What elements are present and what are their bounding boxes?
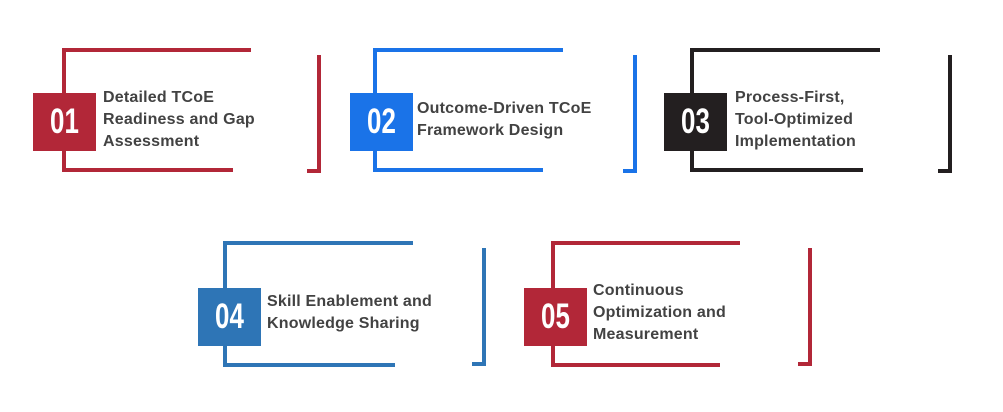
bracket-bottom-line xyxy=(62,168,233,172)
step-title-line: Continuous xyxy=(593,282,684,299)
bracket-top-line xyxy=(551,241,740,245)
right-bracket-foot xyxy=(623,169,637,173)
right-bracket-line xyxy=(482,248,486,366)
bracket-bottom-line xyxy=(223,363,395,367)
right-bracket-foot xyxy=(938,169,952,173)
step-title: Outcome-Driven TCoE Framework Design xyxy=(417,98,592,142)
step-title-line: Measurement xyxy=(593,326,699,343)
step-title-line: Framework Design xyxy=(417,122,564,139)
step-number-box: 01 xyxy=(33,93,96,151)
bracket-top-line xyxy=(690,48,880,52)
right-bracket-foot xyxy=(798,362,812,366)
right-bracket-foot xyxy=(472,362,486,366)
step-title: Detailed TCoE Readiness and Gap Assessme… xyxy=(103,87,255,153)
step-number: 05 xyxy=(541,297,570,336)
bracket-bottom-line xyxy=(690,168,863,172)
step-title-line: Optimization and xyxy=(593,304,726,321)
step-title: Process-First, Tool-Optimized Implementa… xyxy=(735,87,856,153)
step-title: Continuous Optimization and Measurement xyxy=(593,280,726,346)
bracket-bottom-line xyxy=(373,168,543,172)
right-bracket-line xyxy=(948,55,952,173)
bracket-top-line xyxy=(223,241,413,245)
right-bracket-line xyxy=(808,248,812,366)
step-number: 03 xyxy=(681,102,710,141)
step-title-line: Outcome-Driven TCoE xyxy=(417,100,592,117)
step-title-line: Knowledge Sharing xyxy=(267,315,420,332)
step-number: 02 xyxy=(367,102,396,141)
step-number-box: 04 xyxy=(198,288,261,346)
bracket-bottom-line xyxy=(551,363,720,367)
step-title-line: Implementation xyxy=(735,133,857,150)
step-number-box: 02 xyxy=(350,93,413,151)
step-title-line: Readiness and Gap xyxy=(103,111,255,128)
step-title-line: Detailed TCoE xyxy=(103,89,215,106)
step-title-line: Tool-Optimized xyxy=(735,111,854,128)
step-number-box: 03 xyxy=(664,93,727,151)
step-title: Skill Enablement and Knowledge Sharing xyxy=(267,291,432,335)
step-title-line: Process-First, xyxy=(735,89,845,106)
step-title-line: Skill Enablement and xyxy=(267,293,432,310)
bracket-top-line xyxy=(62,48,251,52)
bracket-top-line xyxy=(373,48,563,52)
right-bracket-line xyxy=(317,55,321,173)
right-bracket-line xyxy=(633,55,637,173)
step-title-line: Assessment xyxy=(103,133,200,150)
step-number: 04 xyxy=(215,297,244,336)
step-number: 01 xyxy=(50,102,79,141)
step-number-box: 05 xyxy=(524,288,587,346)
right-bracket-foot xyxy=(307,169,321,173)
